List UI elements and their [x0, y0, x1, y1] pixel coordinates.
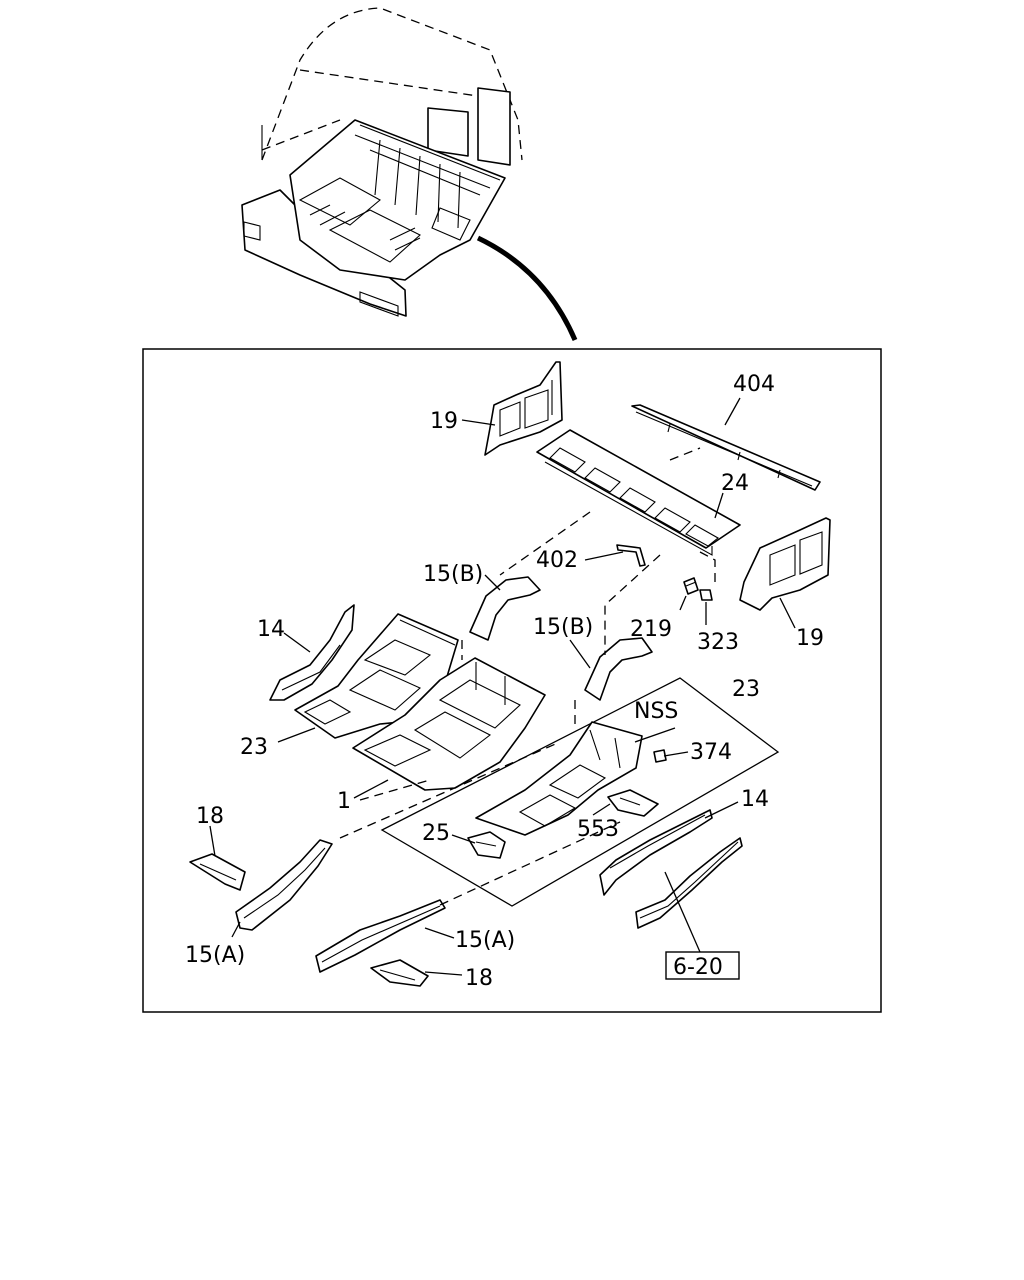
callout-374: 374	[690, 740, 732, 765]
reference-box-label: 6-20	[673, 955, 723, 980]
callout-24: 24	[721, 471, 749, 496]
part-23-right-floor	[475, 721, 643, 836]
callout-19-top: 19	[430, 409, 458, 434]
leader-lines	[209, 397, 796, 976]
part-323-clip	[699, 589, 713, 601]
callout-18-top: 18	[196, 804, 224, 829]
part-15a-mid-rail	[315, 899, 446, 973]
detail-frame	[142, 348, 882, 1013]
part-24-crossmember	[536, 429, 741, 556]
part-25-bracket	[467, 831, 506, 859]
callout-14-left: 14	[257, 617, 285, 642]
callout-15a-mid: 15(A)	[455, 928, 515, 953]
callout-14-right: 14	[741, 787, 769, 812]
callouts: 404 19 24 402 15(B) 14 15(B) 219 323 19 …	[185, 372, 824, 991]
part-19-right-side-panel	[739, 517, 831, 611]
part-553-bracket	[607, 789, 659, 817]
part-15b-mid-bracket	[584, 637, 653, 701]
part-6-20-rail	[635, 837, 743, 929]
part-402-bracket	[616, 544, 646, 567]
part-1-center-floor	[352, 657, 546, 791]
callout-553: 553	[577, 817, 619, 842]
callout-404: 404	[733, 372, 775, 397]
callout-15a-left: 15(A)	[185, 943, 245, 968]
part-15a-left-rail	[235, 839, 333, 931]
callout-18-bottom: 18	[465, 966, 493, 991]
callout-23-right: 23	[732, 677, 760, 702]
callout-15b-mid: 15(B)	[533, 615, 593, 640]
callout-1: 1	[337, 789, 351, 814]
callout-219: 219	[630, 617, 672, 642]
assembly-lines	[339, 447, 716, 906]
cab-overview-illustration	[241, 7, 578, 341]
part-14-right-rail	[599, 809, 713, 896]
callout-23-left: 23	[240, 735, 268, 760]
part-404-rail	[631, 404, 821, 491]
callout-402: 402	[536, 548, 578, 573]
reference-box[interactable]: 6-20	[665, 951, 740, 980]
part-18-bottom-bracket	[370, 959, 429, 987]
callout-15b-left: 15(B)	[423, 562, 483, 587]
part-219-spring	[683, 577, 699, 595]
part-18-top-bracket	[189, 853, 246, 891]
callout-nss: NSS	[634, 699, 678, 724]
callout-25: 25	[422, 821, 450, 846]
part-15b-left-bracket	[469, 576, 541, 641]
callout-19-right: 19	[796, 626, 824, 651]
part-14-left-rail	[269, 604, 355, 701]
part-19-upper-side-panel	[484, 361, 563, 456]
callout-323: 323	[697, 630, 739, 655]
subassembly-outline	[380, 677, 780, 907]
part-374-nut	[653, 749, 667, 763]
